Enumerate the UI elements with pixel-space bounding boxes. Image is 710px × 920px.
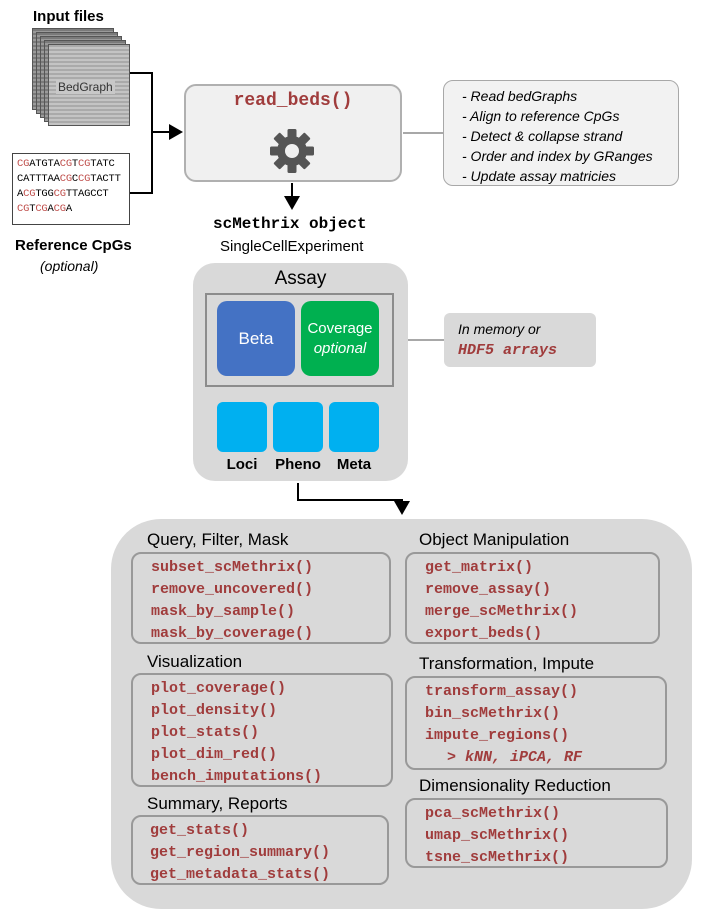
note-item: - Detect & collapse strand [462, 128, 623, 144]
function-item: pca_scMethrix() [425, 805, 561, 822]
reference-optional-label: (optional) [40, 258, 99, 274]
reference-cpgs-title: Reference CpGs [15, 237, 132, 254]
function-item: bin_scMethrix() [425, 705, 561, 722]
cpg-site: CG [23, 188, 36, 200]
function-item: export_beds() [425, 625, 543, 642]
cpg-site: CG [35, 203, 48, 215]
sequence-segment: TGG [35, 188, 54, 200]
sequence-line: CATTTAACGCCGTACTT [17, 172, 125, 187]
cpg-site: CG [53, 188, 66, 200]
function-item: get_region_summary() [150, 844, 331, 861]
note-item: - Read bedGraphs [462, 88, 578, 104]
pheno-label: Pheno [275, 456, 321, 473]
function-item: transform_assay() [425, 683, 579, 700]
meta-block [329, 402, 379, 452]
summary-section-title: Summary, Reports [147, 794, 288, 813]
bedgraph-stack: BedGraph [32, 28, 130, 126]
function-item: umap_scMethrix() [425, 827, 570, 844]
function-panel [111, 519, 692, 909]
assay-matrices-frame [205, 293, 394, 387]
visualization-section-title: Visualization [147, 652, 243, 671]
function-item: merge_scMethrix() [425, 603, 579, 620]
read-beds-label: read_beds() [233, 91, 353, 111]
imputation-methods: > kNN, iPCA, RF [447, 749, 583, 766]
function-item: plot_stats() [151, 724, 260, 741]
query-section-title: Query, Filter, Mask [147, 530, 289, 549]
assay-to-functions-arrow [297, 483, 410, 515]
function-item: get_matrix() [425, 559, 534, 576]
cpg-site: CG [78, 158, 91, 170]
note-item: - Order and index by GRanges [462, 148, 653, 164]
cpg-site: CG [17, 158, 30, 170]
input-files-title: Input files [33, 8, 104, 25]
sequence-segment: A [47, 203, 54, 215]
loci-block [217, 402, 267, 452]
beta-label: Beta [238, 328, 274, 348]
function-item: tsne_scMethrix() [425, 849, 570, 866]
function-item: bench_imputations() [151, 768, 323, 785]
function-item: plot_dim_red() [151, 746, 278, 763]
dimred-section-title: Dimensionality Reduction [419, 776, 611, 795]
sequence-segment: TACTT [90, 173, 121, 185]
sequence-line: CGATGTACGTCGTATC [17, 157, 125, 172]
manipulation-functions-box: get_matrix() remove_assay() merge_scMeth… [405, 552, 660, 644]
memory-line1: In memory or [458, 321, 541, 337]
function-item: remove_assay() [425, 581, 552, 598]
function-item: remove_uncovered() [151, 581, 314, 598]
sequence-line: ACGTGGCGTTAGCCT [17, 187, 125, 202]
dimred-functions-box: pca_scMethrix() umap_scMethrix() tsne_sc… [405, 798, 668, 868]
sequence-segment: A [17, 188, 24, 200]
cpg-site: CG [78, 173, 91, 185]
function-item: plot_coverage() [151, 680, 287, 697]
transformation-functions-box: transform_assay() bin_scMethrix() impute… [405, 676, 667, 770]
sequence-segment: C [71, 173, 79, 185]
gear-icon [270, 129, 314, 173]
coverage-matrix: Coverage optional [301, 301, 379, 376]
loci-label: Loci [226, 456, 258, 473]
cpg-site: CG [17, 203, 30, 215]
summary-functions-box: get_stats() get_region_summary() get_met… [131, 815, 389, 885]
manipulation-section-title: Object Manipulation [419, 530, 570, 549]
sequence-segment: TATC [90, 158, 115, 170]
coverage-label: Coverage [307, 320, 373, 337]
cpg-site: CG [53, 203, 66, 215]
beta-matrix: Beta [217, 301, 295, 376]
sequence-segment: T [71, 158, 79, 170]
function-item: mask_by_coverage() [151, 625, 314, 642]
query-functions-box: subset_scMethrix() remove_uncovered() ma… [131, 552, 391, 644]
function-item: mask_by_sample() [151, 603, 296, 620]
read-beds-box: read_beds() [184, 84, 402, 182]
coverage-optional-label: optional [313, 340, 367, 357]
visualization-functions-box: plot_coverage() plot_density() plot_stat… [131, 673, 393, 787]
sequence-line: CGTCGACGA [17, 202, 125, 217]
sequence-segment: T [29, 203, 36, 215]
read-beds-notes: - Read bedGraphs - Align to reference Cp… [443, 80, 679, 186]
sequence-segment: CATTTAA [17, 173, 60, 185]
memory-note: In memory or HDF5 arrays [444, 313, 596, 367]
function-item: impute_regions() [425, 727, 570, 744]
note-item: - Align to reference CpGs [462, 108, 620, 124]
sequence-segment: TTAGCCT [65, 188, 109, 200]
pheno-block [273, 402, 323, 452]
function-item: subset_scMethrix() [151, 559, 314, 576]
cpg-site: CG [59, 158, 72, 170]
function-item: get_stats() [150, 822, 250, 839]
assay-title: Assay [274, 268, 327, 289]
function-item: get_metadata_stats() [150, 866, 331, 883]
function-item: plot_density() [151, 702, 278, 719]
note-item: - Update assay matricies [462, 168, 617, 184]
memory-line2: HDF5 arrays [458, 342, 558, 359]
sequence-segment: ATGTA [29, 158, 60, 170]
meta-label: Meta [336, 456, 372, 473]
transformation-section-title: Transformation, Impute [419, 654, 595, 673]
object-subtitle: SingleCellExperiment [220, 238, 364, 255]
sequence-segment: A [65, 203, 72, 215]
object-title: scMethrix object [213, 215, 367, 233]
cpg-site: CG [59, 173, 72, 185]
bedgraph-label: BedGraph [56, 80, 115, 94]
